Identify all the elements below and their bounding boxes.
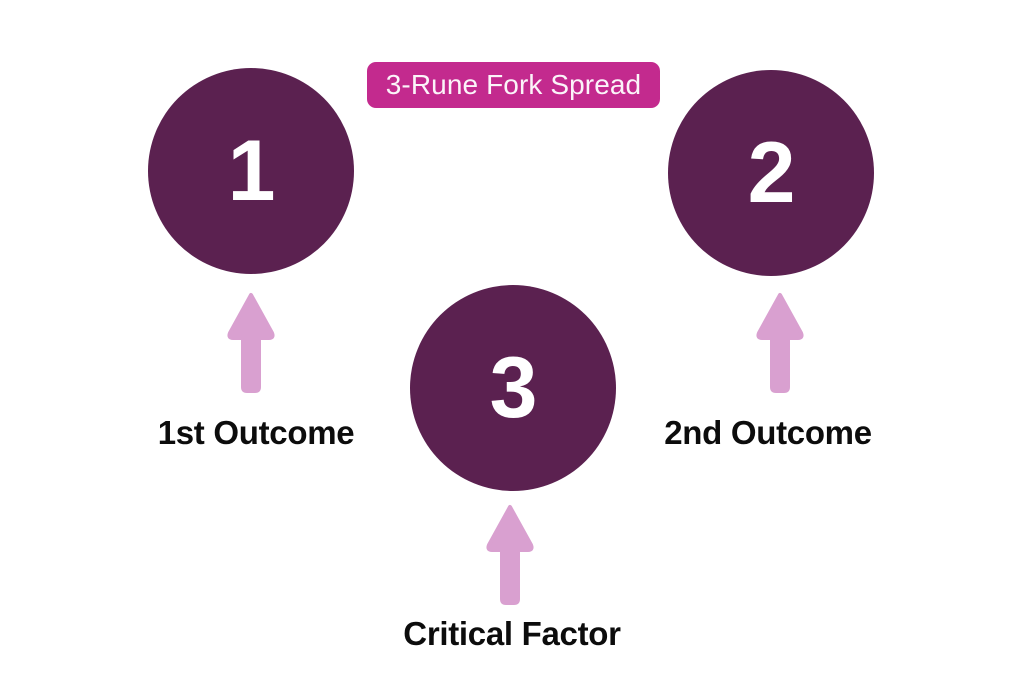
arrow-up-icon-2 [756,293,804,393]
node-label-3: Critical Factor [403,615,621,652]
node-label-1: 1st Outcome [157,414,355,451]
node-number-1: 1 [227,123,276,219]
spread-title-badge: 3-Rune Fork Spread [367,62,660,108]
node-circle-1[interactable]: 1 [148,68,354,274]
node-number-3: 3 [489,340,538,436]
node-circle-2[interactable]: 2 [668,70,874,276]
node-label-2: 2nd Outcome [664,414,872,451]
arrow-up-icon-3 [486,505,534,605]
spread-title-text: 3-Rune Fork Spread [385,69,642,100]
node-circle-3[interactable]: 3 [410,285,616,491]
node-number-2: 2 [747,125,796,221]
arrow-up-icon-1 [227,293,275,393]
